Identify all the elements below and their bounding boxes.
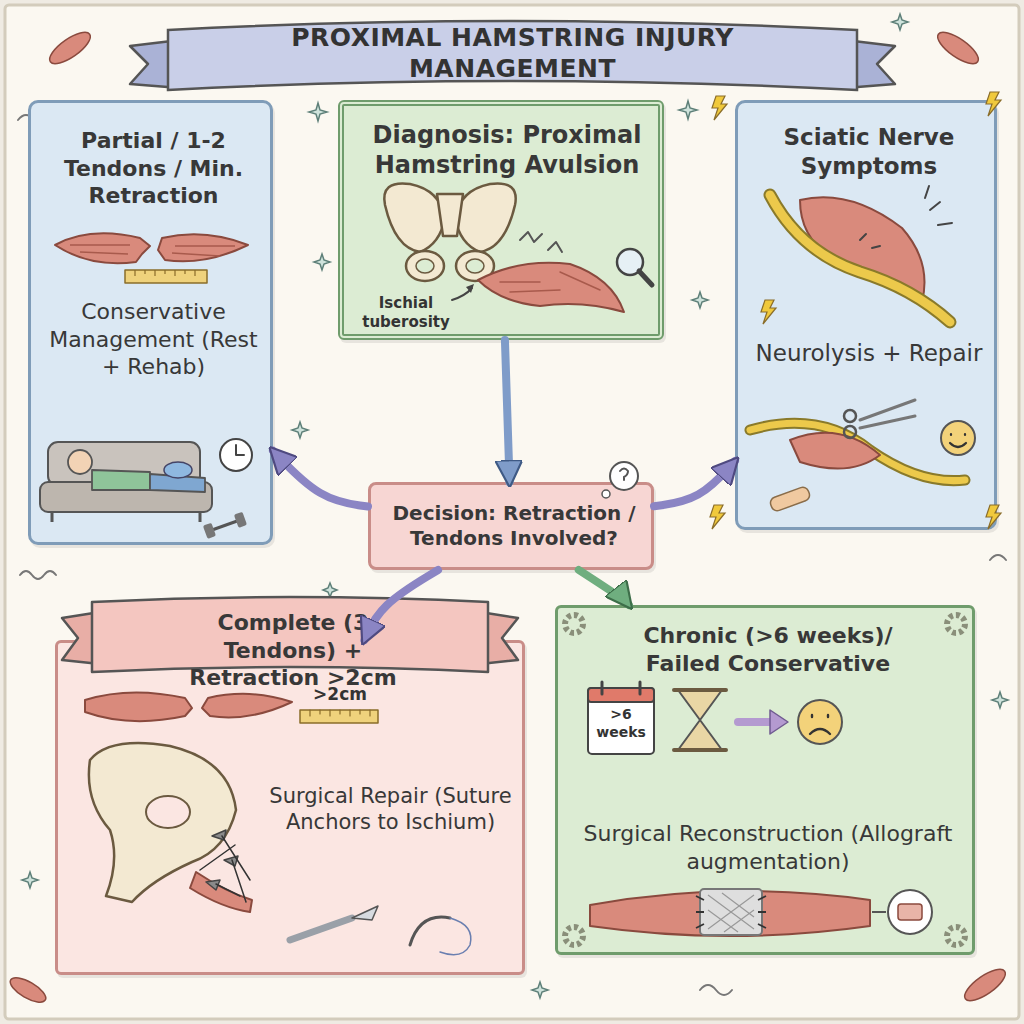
muscle-icon: [960, 964, 1010, 1006]
conservative-box: Partial / 1-2 Tendons / Min. RetractionC…: [28, 100, 273, 545]
paper-sheet: [5, 5, 1019, 1019]
node-body: Surgical Repair (Suture Anchors to Ischi…: [268, 783, 513, 836]
node-heading: Decision: Retraction / Tendons Involved?: [379, 501, 649, 551]
connectors: [273, 340, 735, 640]
flow-arrow: [505, 340, 510, 482]
sparkle: [692, 292, 708, 308]
node-heading: Complete (3 Tendons) + Retraction >2cm: [162, 609, 424, 692]
lightning-bolt: [712, 96, 727, 120]
muscle-icon: [933, 27, 983, 69]
squiggle: [20, 571, 56, 579]
lightning-bolt: [710, 505, 725, 529]
diagram-title: PROXIMAL HAMSTRING INJURY MANAGEMENT: [185, 30, 840, 76]
calendar-label: >6 weeks: [589, 706, 653, 741]
node-body: Neurolysis + Repair: [754, 339, 984, 368]
flow-arrow: [273, 451, 368, 507]
muscle-icon: [7, 973, 50, 1007]
question-mark: [620, 469, 628, 481]
node-body: Surgical Reconstruction (Allograft augme…: [573, 820, 963, 875]
sparkles: [22, 14, 1008, 998]
sparkle: [679, 101, 697, 119]
flow-arrow: [579, 570, 629, 605]
sciatic-box: Sciatic Nerve SymptomsNeurolysis + Repai…: [735, 100, 997, 530]
sparkle: [892, 14, 908, 30]
sparkle: [292, 422, 308, 438]
node-heading: Partial / 1-2 Tendons / Min. Retraction: [45, 127, 262, 210]
node-heading: Chronic (>6 weeks)/ Failed Conservative: [623, 622, 913, 677]
reconstruction-box: Chronic (>6 weeks)/ Failed ConservativeS…: [555, 605, 975, 955]
sparkle: [314, 254, 330, 270]
banner-band: [168, 21, 857, 90]
sparkle: [992, 692, 1008, 708]
lightning-bolts: [710, 92, 1001, 529]
title-banner: [130, 21, 895, 90]
squiggle: [990, 555, 1006, 560]
muscle-icons: [7, 27, 1010, 1007]
anatomy-label: Ischial tuberosity: [358, 294, 454, 332]
flow-arrow: [364, 570, 438, 640]
sparkle: [323, 583, 337, 597]
muscle-icon: [45, 27, 95, 69]
flow-arrow: [654, 461, 735, 506]
node-heading: Sciatic Nerve Symptoms: [754, 123, 984, 181]
surgical-repair-box: Complete (3 Tendons) + Retraction >2cmSu…: [55, 640, 525, 975]
dimension-label: >2cm: [302, 684, 378, 705]
sparkle: [309, 103, 327, 121]
sparkle: [22, 872, 38, 888]
node-heading: Diagnosis: Proximal Hamstring Avulsion: [360, 120, 654, 180]
node-body: Conservative Management (Rest + Rehab): [45, 298, 262, 381]
sparkle: [532, 982, 548, 998]
decision-box: Decision: Retraction / Tendons Involved?: [368, 482, 654, 570]
squiggle: [700, 985, 732, 995]
